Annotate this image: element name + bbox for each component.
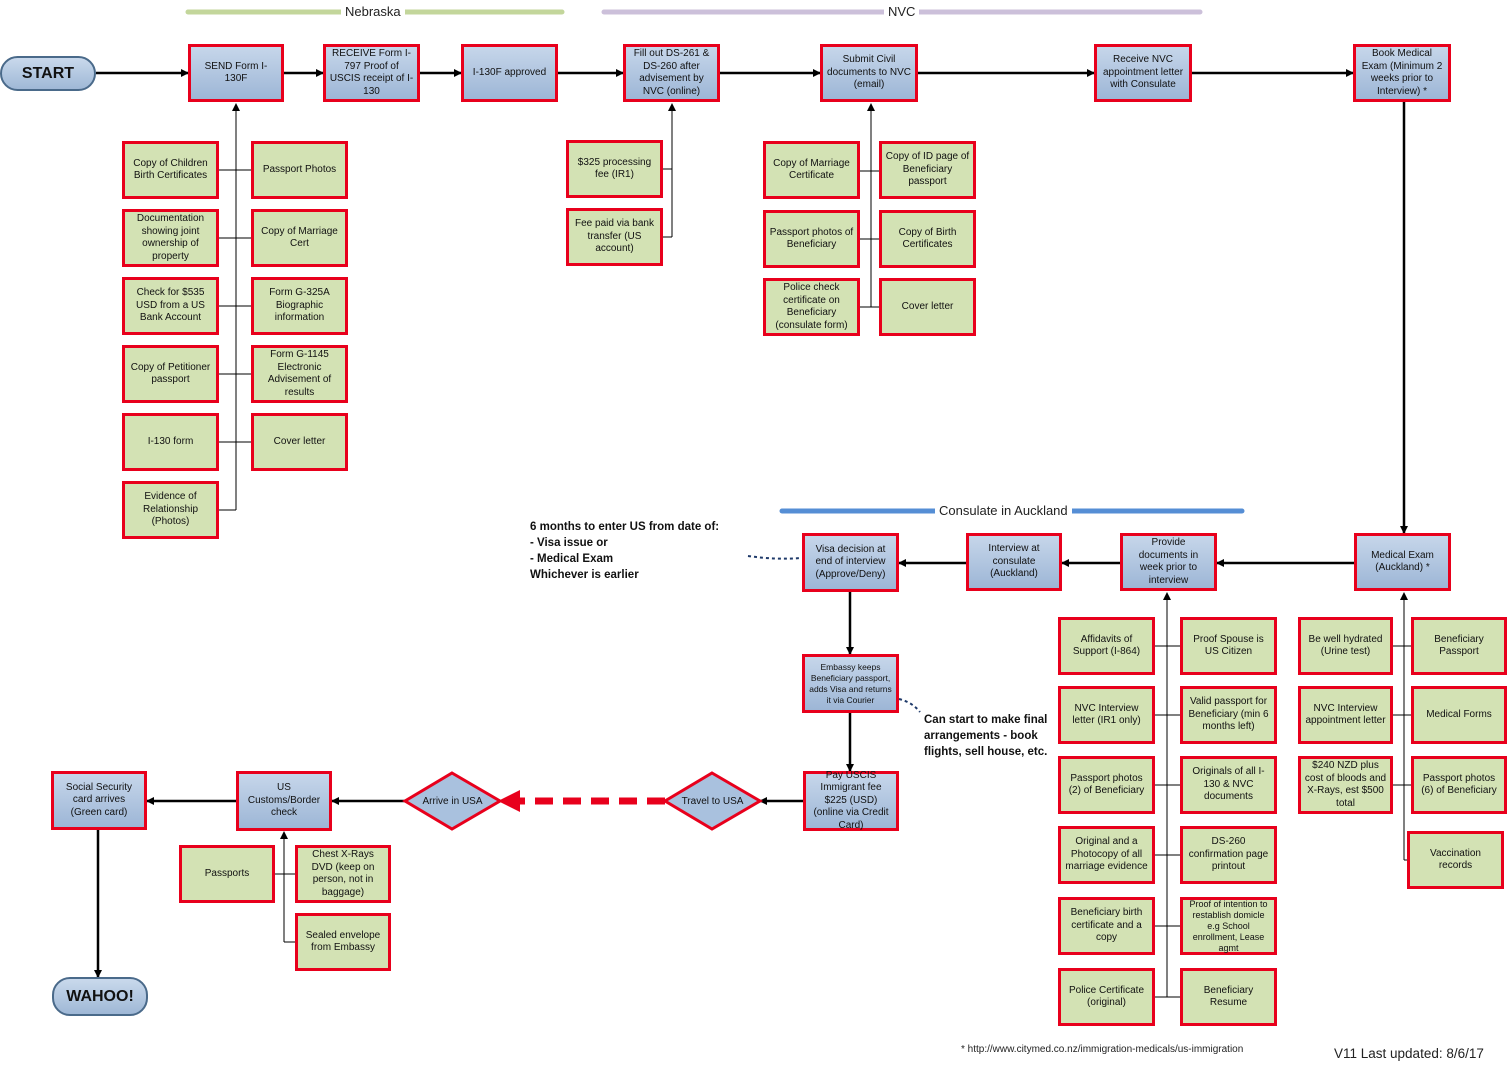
doc-police-certificate: Police Certificate (original) [1058, 968, 1155, 1026]
doc-chest-xrays: Chest X-Rays DVD (keep on person, not in… [295, 845, 391, 903]
doc-passports: Passports [179, 845, 275, 903]
arrangements-note-line: flights, sell house, etc. [924, 746, 1048, 758]
doc-passport-photos: Passport Photos [251, 141, 348, 199]
travel-diamond: Travel to USA [681, 795, 744, 807]
arrangements-note-line: arrangements - book [924, 730, 1038, 742]
doc-medical-forms: Medical Forms [1411, 686, 1507, 744]
doc-vaccination-records: Vaccination records [1407, 831, 1504, 889]
arrive-diamond: Arrive in USA [422, 795, 483, 807]
doc-civil-cover-letter: Cover letter [879, 278, 976, 336]
ds261-step: Fill out DS-261 & DS-260 after advisemen… [623, 44, 720, 102]
ssn-step: Social Security card arrives (Green card… [51, 771, 147, 830]
start-terminal: START [0, 56, 96, 91]
six-months-note-line: - Medical Exam [530, 553, 614, 565]
doc-marriage-certificate: Copy of Marriage Certificate [763, 141, 860, 199]
doc-proof-spouse: Proof Spouse is US Citizen [1180, 617, 1277, 675]
civil-docs-step: Submit Civil documents to NVC (email) [820, 44, 918, 102]
doc-hydrated: Be well hydrated (Urine test) [1298, 617, 1393, 675]
embassy-keeps-step: Embassy keeps Beneficiary passport, adds… [802, 654, 899, 713]
phase-label-consulate: Consulate in Auckland [935, 503, 1072, 518]
book-medical-step: Book Medical Exam (Minimum 2 weeks prior… [1353, 44, 1451, 102]
visa-decision-step: Visa decision at end of interview (Appro… [802, 533, 899, 592]
receive-i797-step: RECEIVE Form I-797 Proof of USCIS receip… [323, 44, 420, 102]
doc-nvc-interview-letter: NVC Interview letter (IR1 only) [1058, 686, 1155, 744]
doc-ds260-confirmation: DS-260 confirmation page printout [1180, 826, 1277, 884]
doc-beneficiary-passport: Beneficiary Passport [1411, 617, 1507, 675]
doc-petitioner-passport: Copy of Petitioner passport [122, 345, 219, 403]
doc-police-check: Police check certificate on Beneficiary … [763, 278, 860, 336]
doc-processing-fee: $325 processing fee (IR1) [566, 140, 663, 198]
doc-joint-ownership: Documentation showing joint ownership of… [122, 209, 219, 267]
doc-passport-photos-6: Passport photos (6) of Beneficiary [1411, 756, 1507, 814]
doc-check-535: Check for $535 USD from a US Bank Accoun… [122, 277, 219, 335]
nvc-letter-step: Receive NVC appointment letter with Cons… [1094, 44, 1192, 102]
version-label: V11 Last updated: 8/6/17 [1334, 1046, 1484, 1061]
doc-birth-certificates: Copy of Birth Certificates [879, 210, 976, 268]
send-i130f-step: SEND Form I-130F [188, 44, 284, 102]
doc-sealed-envelope: Sealed envelope from Embassy [295, 913, 391, 971]
doc-nvc-appointment: NVC Interview appointment letter [1298, 686, 1393, 744]
doc-relationship-evidence: Evidence of Relationship (Photos) [122, 481, 219, 539]
interview-step: Interview at consulate (Auckland) [966, 533, 1062, 591]
doc-g1145: Form G-1145 Electronic Advisement of res… [251, 345, 348, 403]
doc-affidavits: Affidavits of Support (I-864) [1058, 617, 1155, 675]
arrive-diamond-shape [402, 771, 503, 831]
travel-diamond-shape [662, 771, 763, 831]
six-months-note-line: 6 months to enter US from date of: [530, 521, 720, 533]
six-months-note-line: Whichever is earlier [530, 569, 639, 581]
arrangements-note: Can start to make final arrangements - b… [924, 712, 1064, 760]
doc-domicile-proof: Proof of intention to restablish domicle… [1180, 897, 1277, 955]
doc-i130-cover-letter: Cover letter [251, 413, 348, 471]
doc-bank-transfer: Fee paid via bank transfer (US account) [566, 208, 663, 266]
doc-id-page-passport: Copy of ID page of Beneficiary passport [879, 141, 976, 199]
doc-passport-photos-2: Passport photos (2) of Beneficiary [1058, 756, 1155, 814]
phase-label-nvc: NVC [884, 4, 920, 19]
doc-i130-form: I-130 form [122, 413, 219, 471]
source-footnote: * http://www.citymed.co.nz/immigration-m… [961, 1044, 1244, 1055]
six-months-note-line: - Visa issue or [530, 537, 608, 549]
pay-fee-step: Pay USCIS Immigrant fee $225 (USD) (onli… [803, 770, 899, 831]
note-callout-embassy [898, 698, 921, 713]
medical-exam-step: Medical Exam (Auckland) * [1354, 533, 1451, 591]
doc-originals: Originals of all I-130 & NVC documents [1180, 756, 1277, 814]
note-callout-visa [747, 555, 802, 560]
provide-docs-step: Provide documents in week prior to inter… [1120, 533, 1217, 591]
doc-beneficiary-photos: Passport photos of Beneficiary [763, 210, 860, 268]
customs-step: US Customs/Border check [236, 771, 332, 831]
six-months-note: 6 months to enter US from date of: - Vis… [530, 519, 745, 583]
doc-children-birth-certs: Copy of Children Birth Certificates [122, 141, 219, 199]
doc-marriage-cert: Copy of Marriage Cert [251, 209, 348, 267]
doc-beneficiary-resume: Beneficiary Resume [1180, 968, 1277, 1026]
doc-medical-cost: $240 NZD plus cost of bloods and X-Rays,… [1298, 756, 1393, 814]
doc-marriage-evidence: Original and a Photocopy of all marriage… [1058, 826, 1155, 884]
doc-valid-passport: Valid passport for Beneficiary (min 6 mo… [1180, 686, 1277, 744]
end-terminal: WAHOO! [52, 977, 148, 1016]
i130f-approved-step: I-130F approved [461, 44, 558, 102]
arrangements-note-line: Can start to make final [924, 714, 1048, 726]
doc-g325a: Form G-325A Biographic information [251, 277, 348, 335]
doc-birth-certificate-copy: Beneficiary birth certificate and a copy [1058, 897, 1155, 955]
phase-label-nebraska: Nebraska [341, 4, 405, 19]
